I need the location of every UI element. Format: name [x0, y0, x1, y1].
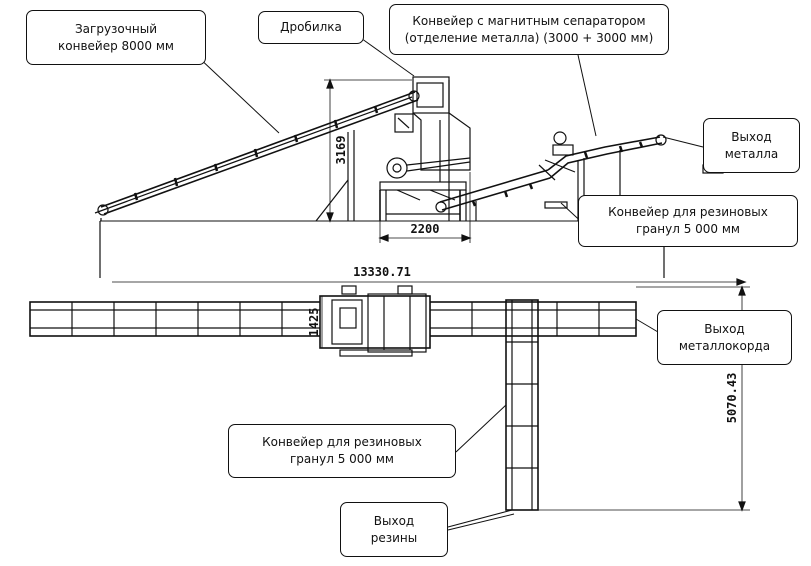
magnetic-conveyor-side	[435, 131, 724, 221]
callout-rubber-exit-line2: резины	[370, 530, 418, 545]
callout-metal-cord-exit: Выход металлокорда	[657, 310, 792, 365]
callout-magnetic-conveyor-line1: Конвейер с магнитным сепаратором	[412, 13, 646, 28]
callout-crusher-line1: Дробилка	[280, 20, 342, 34]
callout-granule-conveyor-plan-line1: Конвейер для резиновых	[262, 435, 422, 449]
callout-granule-conveyor-top-line1: Конвейер для резиновых	[608, 205, 768, 219]
callout-rubber-exit: Выход резины	[340, 502, 448, 557]
dim-crusher-depth-label: 1425	[307, 308, 321, 337]
callout-metal-exit-line2: металла	[724, 146, 779, 161]
callout-granule-conveyor-plan-line2: гранул 5 000 мм	[290, 452, 394, 466]
callout-loading-conveyor-line2: конвейер 8000 мм	[58, 38, 174, 53]
dim-crusher-width-label: 2200	[411, 222, 440, 236]
dim-total-length-label: 13330.71	[353, 265, 411, 279]
callout-metal-exit: Выход металла	[703, 118, 800, 173]
callout-metal-cord-exit-line1: Выход	[704, 321, 745, 336]
callout-leaders	[195, 35, 704, 531]
plan-view	[29, 278, 750, 512]
callout-crusher: Дробилка	[258, 11, 364, 44]
granule-conveyor-plan	[505, 299, 539, 511]
callout-magnetic-conveyor-line2: (отделение металла) (3000 + 3000 мм)	[404, 30, 654, 45]
dim-height-label: 3169	[334, 136, 348, 165]
callout-metal-exit-line1: Выход	[731, 129, 772, 144]
callout-magnetic-conveyor: Конвейер с магнитным сепаратором (отделе…	[389, 4, 669, 55]
callout-metal-cord-exit-line2: металлокорда	[678, 338, 771, 353]
crusher-plan	[319, 285, 431, 357]
dim-plan-depth-label: 5070.43	[725, 373, 739, 424]
callout-loading-conveyor: Загрузочный конвейер 8000 мм	[26, 10, 206, 65]
callout-rubber-exit-line1: Выход	[373, 513, 415, 528]
callout-granule-conveyor-top: Конвейер для резиновых гранул 5 000 мм	[578, 195, 798, 247]
side-elevation-view	[94, 76, 724, 278]
callout-loading-conveyor-line1: Загрузочный	[74, 21, 157, 36]
callout-granule-conveyor-top-line2: гранул 5 000 мм	[636, 222, 740, 236]
loading-conveyor-side	[94, 90, 420, 222]
crusher-side	[379, 76, 471, 221]
callout-granule-conveyor-plan: Конвейер для резиновых гранул 5 000 мм	[228, 424, 456, 478]
